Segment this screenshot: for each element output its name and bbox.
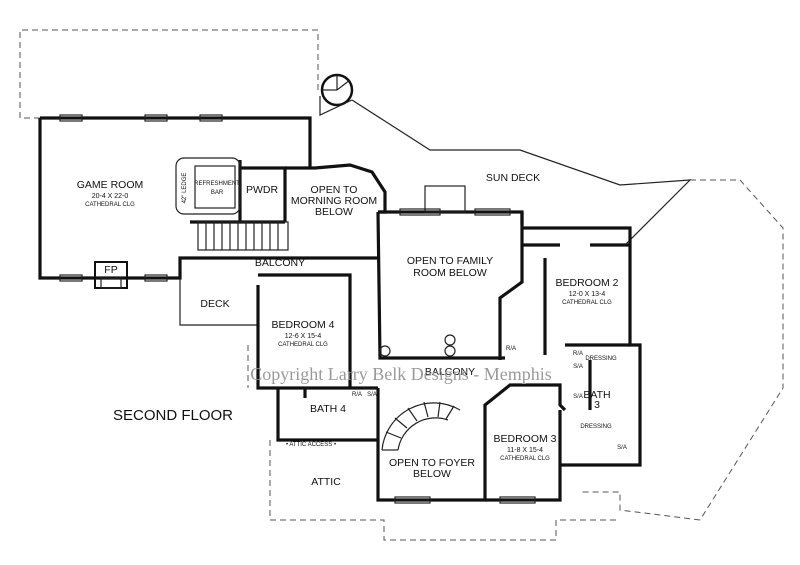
bedroom2-dims: 12-0 X 13-4: [569, 291, 606, 298]
fp-label: FP: [104, 264, 117, 276]
windows: [59, 114, 536, 504]
family-room-line1: OPEN TO FAMILY: [407, 255, 493, 267]
morning-room-line2: MORNING ROOM: [291, 195, 377, 207]
bath4-label: BATH 4: [310, 403, 346, 415]
refreshment-label: REFRESHMENT: [194, 181, 240, 187]
ledge-label: 42" LEDGE: [182, 173, 188, 204]
family-room-line2: ROOM BELOW: [413, 267, 487, 279]
sun-deck-label: SUN DECK: [486, 172, 540, 184]
deck-label: DECK: [200, 298, 229, 310]
balcony-mid-label: BALCONY: [425, 366, 475, 378]
ra-label-bed3: R/A: [573, 351, 583, 357]
bedroom3-note: CATHEDRAL CLG: [500, 456, 550, 462]
bedroom3-dims: 11-8 X 15-4: [507, 447, 543, 454]
bedroom3-name: BEDROOM 3: [493, 433, 556, 445]
floor-title: SECOND FLOOR: [113, 407, 233, 424]
labels: GAME ROOM 20-4 X 22-0 CATHEDRAL CLG REFR…: [77, 172, 627, 488]
bedroom4-dims: 12-6 X 15-4: [285, 333, 322, 340]
roof-outline: [19, 29, 784, 541]
spiral-stair-top: [320, 73, 354, 107]
bath3-line1: BATH: [583, 389, 610, 401]
sa-label-bath4: S/A: [367, 392, 377, 398]
attic-access-label: • ATTIC ACCESS •: [286, 442, 336, 448]
main-stair: [197, 221, 289, 251]
dressing-bot-label: DRESSING: [580, 424, 612, 430]
sa-label-bed3: S/A: [573, 364, 583, 370]
morning-room-line3: BELOW: [315, 206, 353, 218]
pwdr-label: PWDR: [246, 184, 278, 196]
ra-label-bath4: R/A: [352, 392, 362, 398]
dressing-top-label: DRESSING: [585, 356, 617, 362]
attic-label: ATTIC: [311, 476, 341, 488]
bedroom4-note: CATHEDRAL CLG: [278, 342, 328, 348]
morning-room-line1: OPEN TO: [311, 184, 358, 196]
sa-label-bath3: S/A: [573, 394, 583, 400]
watermark: Copyright Larry Belk Designs - Memphis: [250, 364, 551, 384]
game-room-note: CATHEDRAL CLG: [85, 202, 135, 208]
bedroom4-name: BEDROOM 4: [271, 319, 334, 331]
refreshment-bar-counter: [175, 157, 241, 215]
bedroom2-name: BEDROOM 2: [555, 277, 618, 289]
game-room-name: GAME ROOM: [77, 179, 144, 191]
balcony-top-label: BALCONY: [255, 257, 305, 269]
refreshment-sub: BAR: [211, 190, 224, 196]
bedroom2-note: CATHEDRAL CLG: [562, 300, 612, 306]
fireplace: [94, 261, 128, 289]
bath3-line2: 3: [594, 399, 600, 411]
foyer-spiral-stair: [381, 401, 461, 451]
ra-label-bed2: R/A: [506, 346, 516, 352]
foyer-line2: BELOW: [413, 468, 451, 480]
game-room-dims: 20-4 X 22-0: [92, 193, 129, 200]
sun-deck-outline: [319, 96, 692, 246]
foyer-line1: OPEN TO FOYER: [389, 457, 475, 469]
sa-label-dressing: S/A: [617, 445, 627, 451]
